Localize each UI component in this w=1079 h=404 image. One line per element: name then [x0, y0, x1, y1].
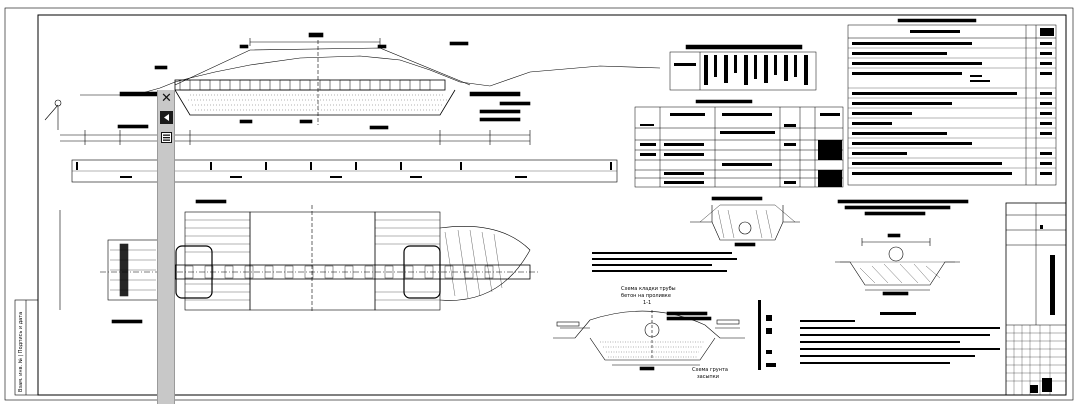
plan-view — [59, 199, 540, 324]
sheet-outer-frame — [4, 7, 1074, 401]
section-mark: 1-1 — [643, 300, 651, 306]
notes-table-right — [847, 18, 1057, 186]
notes-list-bottom — [758, 300, 1000, 370]
trench-section — [835, 199, 969, 296]
culvert-section — [690, 196, 800, 247]
title-block — [1005, 202, 1067, 396]
tool-palette[interactable]: ✕ — [157, 90, 175, 404]
close-icon[interactable]: ✕ — [161, 91, 172, 106]
binding-strip-text: Взам. инв. № | Подпись и дата — [18, 312, 24, 392]
properties-menu-icon[interactable] — [160, 131, 173, 144]
spec-table-center — [634, 99, 844, 188]
properties-menu-glyph — [161, 132, 172, 143]
pipe-scheme-subtitle: бетон на проливке — [621, 293, 671, 299]
collapse-left-glyph — [164, 114, 169, 121]
bottom-note-line2: засыпки — [697, 374, 719, 380]
pipe-scheme-title: Схема кладки трубы — [621, 286, 676, 292]
middle-notes-block — [592, 252, 737, 272]
left-binding-strip: Взам. инв. № | Подпись и дата — [14, 299, 39, 396]
bottom-note-line1: Схема грунта — [692, 367, 728, 373]
pipe-laying-scheme: Схема кладки трубы бетон на проливке 1-1… — [553, 286, 745, 380]
longitudinal-profile — [44, 32, 661, 145]
collapse-left-icon[interactable] — [160, 111, 173, 124]
quantity-table-top — [669, 44, 817, 91]
profile-strip — [71, 159, 618, 183]
